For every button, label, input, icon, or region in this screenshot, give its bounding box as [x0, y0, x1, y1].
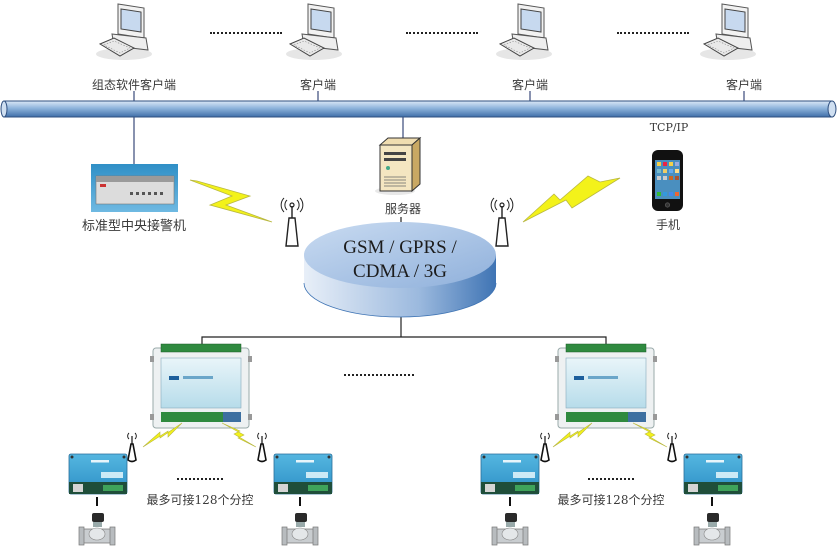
central-alarm-receiver-icon — [91, 164, 178, 212]
client-label: 组态软件客户端 — [91, 78, 177, 92]
sub-controller-icon — [273, 453, 333, 495]
wireless-signal-icon — [552, 422, 593, 448]
bus-label: TCP/IP — [649, 121, 689, 134]
solenoid-valve-icon — [693, 512, 731, 546]
sub-controller-capacity-note: 最多可接128个分控 — [146, 493, 254, 507]
network-label-line2: CDMA / 3G — [353, 261, 447, 282]
antenna-icon — [666, 432, 678, 463]
tcpip-bus — [0, 100, 837, 118]
sub-controller-icon — [683, 453, 743, 495]
antenna-icon — [126, 432, 138, 463]
mobile-phone-icon — [652, 150, 683, 211]
client-pc-icon — [699, 3, 757, 61]
ellipsis-separator — [177, 478, 223, 480]
ellipsis-separator — [406, 32, 478, 34]
link-controllers — [201, 336, 607, 348]
client-label: 客户端 — [511, 78, 549, 92]
ellipsis-separator — [617, 32, 689, 34]
sub-controller-icon — [480, 453, 540, 495]
main-controller-icon — [554, 343, 658, 429]
phone-label: 手机 — [655, 218, 681, 232]
client-pc-icon — [95, 3, 153, 61]
ellipsis-separator — [210, 32, 282, 34]
solenoid-valve-icon — [281, 512, 319, 546]
server-label: 服务器 — [384, 202, 422, 216]
wireless-signal-icon — [221, 422, 257, 448]
wireless-signal-icon — [189, 179, 273, 223]
sub-controller-icon — [68, 453, 128, 495]
wireless-signal-icon — [142, 422, 183, 448]
ellipsis-separator — [588, 478, 634, 480]
main-controller-icon — [149, 343, 253, 429]
solenoid-valve-icon — [78, 512, 116, 546]
gsm-network-cloud — [303, 222, 497, 318]
client-label: 客户端 — [299, 78, 337, 92]
wireless-signal-icon — [632, 422, 668, 448]
client-pc-icon — [285, 3, 343, 61]
server-icon — [375, 136, 422, 195]
antenna-icon — [256, 432, 268, 463]
central-alarm-label: 标准型中央接警机 — [81, 219, 187, 234]
solenoid-valve-icon — [491, 512, 529, 546]
client-label: 客户端 — [725, 78, 763, 92]
antenna-icon — [539, 432, 551, 463]
sub-controller-capacity-note: 最多可接128个分控 — [557, 493, 665, 507]
ellipsis-separator — [344, 374, 414, 376]
network-label-line1: GSM / GPRS / — [343, 237, 457, 258]
network-label: GSM / GPRS / CDMA / 3G — [300, 236, 500, 284]
wireless-signal-icon — [522, 175, 621, 223]
client-pc-icon — [495, 3, 553, 61]
